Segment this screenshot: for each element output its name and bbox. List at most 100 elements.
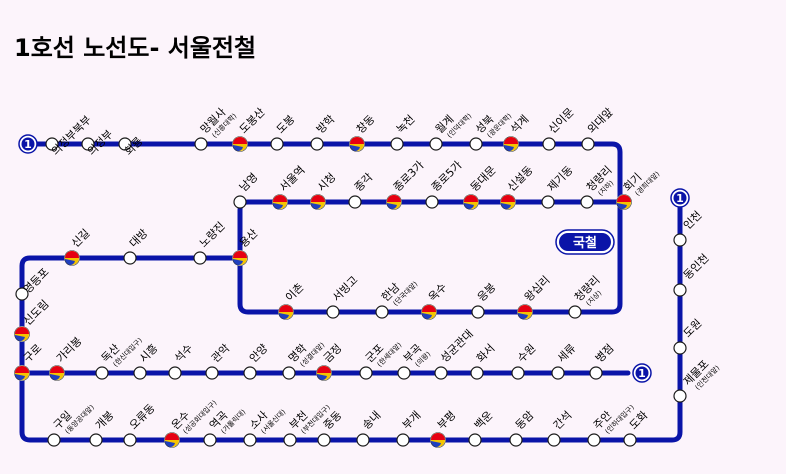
station-label-group: 개봉 — [93, 409, 117, 433]
station-label-group: 병점 — [593, 342, 617, 366]
station[interactable]: 회룡 — [118, 135, 145, 159]
station-name: 녹천 — [393, 112, 417, 136]
station-name: 부개 — [400, 409, 424, 433]
station-label-group: 가리봉 — [54, 334, 85, 365]
station-dot — [95, 366, 109, 380]
station-dot — [434, 366, 448, 380]
station-name: 남영 — [237, 171, 261, 195]
station-dot — [673, 233, 687, 247]
station-dot — [133, 366, 147, 380]
transfer-station-icon — [517, 304, 533, 320]
station-label-group: 종로5가 — [429, 159, 465, 195]
station-name: 신길 — [69, 227, 93, 251]
station-label-group: 도봉 — [274, 113, 298, 137]
station-name: 제기동 — [545, 163, 576, 194]
station-label-group: 수원 — [515, 342, 539, 366]
station-label-group: 구일(동양공대앞) — [50, 403, 96, 435]
station-name: 이촌 — [283, 281, 307, 305]
station-label-group: 영등포 — [21, 265, 52, 296]
station-dot — [243, 433, 257, 447]
station[interactable]: 제물포(인천대앞) — [673, 354, 722, 403]
station-label-group: 인천 — [680, 208, 704, 232]
station-name: 신설동 — [505, 163, 536, 194]
station-dot — [551, 366, 565, 380]
station[interactable]: 청량리(지상) — [568, 273, 609, 319]
station-dot — [425, 195, 439, 209]
station-name: 영등포 — [21, 265, 52, 296]
station-label-group: 신설동 — [505, 163, 536, 194]
station-dot — [243, 366, 257, 380]
line-number-marker: 1 — [670, 188, 690, 208]
station-dot — [397, 366, 411, 380]
station-name: 도원 — [681, 317, 705, 341]
station-dot — [168, 366, 182, 380]
station[interactable]: 용산 — [232, 227, 261, 266]
station-dot — [282, 366, 296, 380]
station-label-group: 독산(한신대입구) — [99, 335, 144, 368]
station-label-group: 외대앞 — [585, 105, 616, 136]
station-label-group: 망월사(신흥대학) — [198, 105, 239, 139]
transfer-station-icon — [272, 194, 288, 210]
station-dot — [205, 366, 219, 380]
station-dot — [375, 305, 389, 319]
transfer-station-icon — [14, 365, 30, 381]
track-1 — [19, 195, 683, 443]
station-name: 오류동 — [127, 401, 158, 432]
korail-badge-text: 국철 — [573, 235, 597, 251]
station-dot — [359, 366, 373, 380]
station-dot — [568, 305, 582, 319]
station-name: 서빙고 — [330, 273, 361, 304]
station-label-group: 동암 — [513, 409, 537, 433]
station-name: 창동 — [354, 113, 378, 137]
station-name: 종로5가 — [429, 159, 465, 195]
station-name: 백운 — [472, 409, 496, 433]
transfer-station-icon — [616, 194, 632, 210]
transfer-station-icon — [164, 432, 180, 448]
station-dot — [581, 137, 595, 151]
station-dot — [310, 137, 324, 151]
station-label-group: 동대문 — [468, 163, 499, 194]
station-name: 종로3가 — [391, 159, 427, 195]
transfer-station-icon — [14, 326, 30, 342]
page-title: 1호선 노선도- 서울전철 — [14, 34, 257, 62]
station-dot — [89, 433, 103, 447]
station-label-group: 동인천 — [680, 251, 711, 282]
station-label-group: 군포(한세대앞) — [363, 340, 404, 369]
station-name: 성균관대 — [438, 327, 476, 365]
station-dot — [193, 251, 207, 265]
station-name: 간석 — [551, 409, 575, 433]
transfer-station-icon — [316, 365, 332, 381]
line-number-text: 1 — [638, 367, 646, 380]
station-dot — [194, 137, 208, 151]
station-label-group: 서빙고 — [330, 273, 361, 304]
station-label-group: 방학 — [314, 113, 338, 137]
station-name: 왕십리 — [522, 273, 553, 304]
station-name: 수원 — [515, 342, 539, 366]
station[interactable]: 회기(경희대앞) — [616, 160, 662, 210]
station-name: 세류 — [555, 342, 579, 366]
station-label-group: 회기(경희대앞) — [621, 169, 662, 198]
station-label-group: 청량리(지하) — [584, 163, 616, 197]
station-dot — [118, 137, 132, 151]
station-label-group: 청량리(지상) — [572, 273, 604, 307]
station-name: 화서 — [474, 342, 498, 366]
station-label-group: 노량진 — [197, 219, 228, 250]
transfer-station-icon — [49, 365, 65, 381]
station-label-group: 관악 — [209, 342, 233, 366]
station-label-group: 신도림 — [21, 297, 52, 328]
transfer-station-icon — [421, 304, 437, 320]
transfer-station-icon — [386, 194, 402, 210]
station-label-group: 종로3가 — [391, 159, 427, 195]
station-label-group: 시청 — [315, 171, 339, 195]
station-label-group: 왕십리 — [522, 273, 553, 304]
station-dot — [81, 137, 95, 151]
station-dot — [203, 433, 217, 447]
station-name: 석수 — [172, 342, 196, 366]
station-dot — [470, 366, 484, 380]
station-name: 종각 — [352, 171, 376, 195]
station-dot — [429, 137, 443, 151]
station-name: 노량진 — [197, 219, 228, 250]
transfer-station-icon — [232, 136, 248, 152]
station-label-group: 도원 — [681, 317, 705, 341]
